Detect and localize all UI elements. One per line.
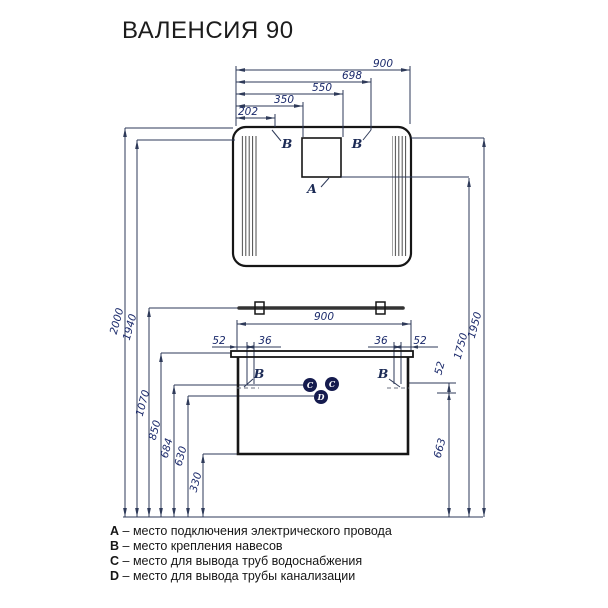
shelf-clip-right xyxy=(375,301,386,315)
dim-label-36-left: 36 xyxy=(258,335,272,347)
legend: A – место подключения электрического про… xyxy=(110,524,392,584)
water-outlet-right xyxy=(325,377,339,391)
label-c-left: C xyxy=(307,380,314,390)
dim-label-663: 663 xyxy=(432,437,449,459)
lamp-hatch-right xyxy=(392,136,408,256)
dim-label-1750: 1750 xyxy=(452,331,471,360)
label-b-cabinet-right: B xyxy=(377,366,389,381)
legend-desc-a: – место подключения электрического прово… xyxy=(122,524,392,538)
label-c-right: C xyxy=(329,379,336,389)
dim-label-550: 550 xyxy=(312,82,332,94)
label-a: A xyxy=(306,181,317,196)
legend-item-d: D – место для вывода трубы канализации xyxy=(110,569,392,584)
drain-outlet xyxy=(314,390,328,404)
dim-label-52-right: 52 xyxy=(433,360,448,376)
shelf-bar-endcap xyxy=(401,306,405,310)
dim-label-630: 630 xyxy=(173,445,190,468)
legend-key-b: B xyxy=(110,539,120,553)
lamp-hatch-left xyxy=(240,136,257,256)
leader-a xyxy=(320,177,330,188)
label-b-mirror-right: B xyxy=(351,136,363,151)
legend-key-d: D xyxy=(110,569,120,583)
dim-label-850: 850 xyxy=(147,419,164,442)
leader-b-mirror-left xyxy=(271,129,282,142)
label-d: D xyxy=(317,392,325,402)
legend-item-a: A – место подключения электрического про… xyxy=(110,524,392,539)
label-b-mirror-left: B xyxy=(281,136,293,151)
legend-key-c: C xyxy=(110,554,120,568)
right-dim-lines xyxy=(447,137,486,518)
dim-label-330: 330 xyxy=(188,471,205,494)
shelf-clip-left xyxy=(254,301,265,315)
countertop xyxy=(230,350,414,358)
dim-label-698: 698 xyxy=(342,70,362,82)
cabinet-body xyxy=(236,357,410,456)
legend-desc-b: – место крепления навесов xyxy=(122,539,283,553)
label-b-cabinet-left: B xyxy=(253,366,265,381)
leader-b-cabinet-right xyxy=(388,378,401,388)
legend-key-a: A xyxy=(110,524,120,538)
left-dim-lines xyxy=(123,127,205,518)
legend-item-c: C – место для вывода труб водоснабжения xyxy=(110,554,392,569)
left-dim-connectors xyxy=(125,127,314,455)
dim-label-684: 684 xyxy=(159,437,176,459)
dim-label-52-left: 52 xyxy=(212,335,226,347)
water-outlet-left xyxy=(303,378,317,392)
hanger-offset-dims xyxy=(212,342,438,384)
dim-label-900-cabinet: 900 xyxy=(314,311,334,323)
dim-label-350: 350 xyxy=(274,94,294,106)
leader-b-cabinet-left xyxy=(243,378,254,388)
dim-label-52-right-row: 52 xyxy=(413,335,427,347)
dim-label-202: 202 xyxy=(238,106,258,118)
leader-b-mirror-right xyxy=(362,129,372,141)
electrical-box-a xyxy=(301,137,342,178)
legend-item-b: B – место крепления навесов xyxy=(110,539,392,554)
legend-desc-c: – место для вывода труб водоснабжения xyxy=(122,554,363,568)
dim-label-36-right: 36 xyxy=(374,335,388,347)
legend-desc-d: – место для вывода трубы канализации xyxy=(122,569,356,583)
mirror-outline xyxy=(231,125,413,268)
page-title: ВАЛЕНСИЯ 90 xyxy=(122,17,294,44)
dim-label-900-top: 900 xyxy=(373,58,393,70)
